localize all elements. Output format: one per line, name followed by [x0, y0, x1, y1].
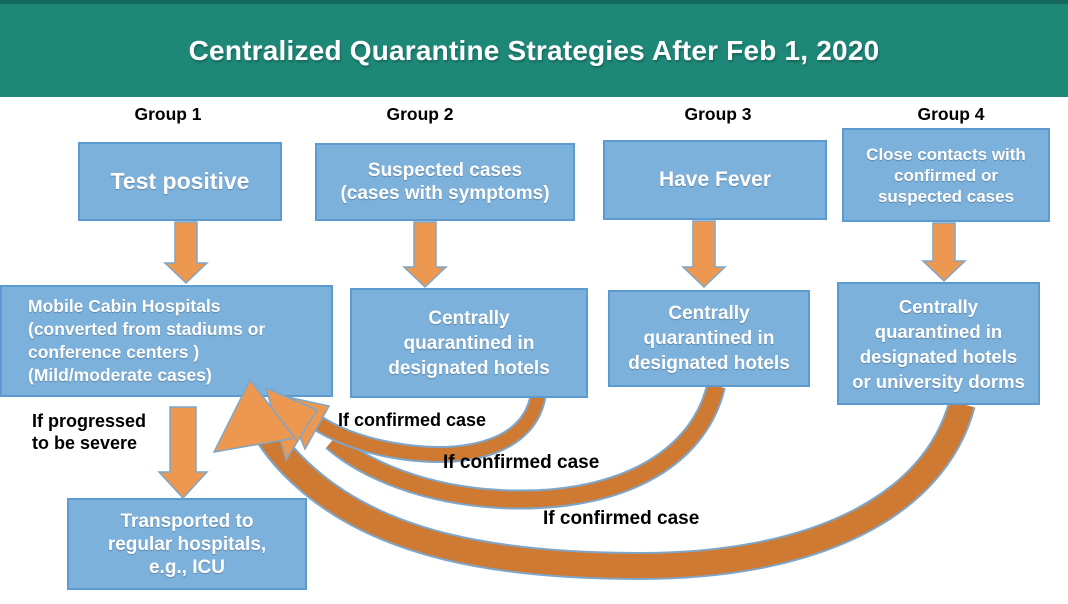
box-line: quarantined in	[643, 328, 775, 349]
box-line: conference centers )	[28, 342, 200, 362]
box-line: (Mild/moderate cases)	[28, 365, 212, 385]
box-line: or university dorms	[852, 370, 1025, 392]
box-line: quarantined in	[403, 332, 535, 354]
ribbon-arrowhead-group3	[264, 386, 319, 462]
box-line: Suspected cases	[367, 160, 523, 181]
ribbon-arrowhead-group2	[281, 394, 331, 451]
down-arrow-group2	[402, 221, 448, 289]
group3-label: Group 3	[684, 104, 752, 124]
box-line: Centrally	[898, 295, 979, 317]
box-line: Close contacts with	[866, 144, 1026, 164]
box-line: Have Fever	[658, 168, 772, 191]
box-line: designated hotels	[628, 353, 790, 374]
box-line: Test positive	[110, 168, 250, 194]
box-hotel-group3: Centrally quarantined in designated hote…	[608, 290, 810, 387]
down-arrow-group3	[681, 220, 727, 289]
box-line: quarantined in	[874, 320, 1003, 342]
ribbon-body	[326, 383, 724, 508]
box-line: (converted from stadiums or	[28, 319, 266, 339]
box-line: Transported to	[120, 510, 254, 532]
box-line: confirmed or	[894, 165, 998, 185]
box-test-positive: Test positive	[78, 142, 282, 221]
label-if-confirmed-group4: If confirmed case	[543, 508, 700, 529]
box-line: Mobile Cabin Hospitals	[28, 296, 221, 316]
down-arrow-group1	[163, 221, 209, 285]
label-line: to be severe	[32, 433, 138, 453]
box-line: designated hotels	[859, 345, 1018, 367]
box-line: Centrally	[428, 307, 510, 329]
label-if-confirmed-group3: If confirmed case	[443, 452, 600, 473]
title-banner: Centralized Quarantine Strategies After …	[0, 0, 1068, 97]
ribbon-group3-to-mobile-cabin	[325, 383, 726, 510]
box-regular-hospitals-icu: Transported to regular hospitals, e.g., …	[67, 498, 307, 590]
label-line: If progressed	[32, 411, 147, 431]
box-line: (cases with symptoms)	[340, 183, 550, 204]
label-if-confirmed-group2: If confirmed case	[338, 410, 487, 430]
box-suspected-cases: Suspected cases (cases with symptoms)	[315, 143, 575, 221]
group2-label: Group 2	[386, 104, 454, 124]
group4-label: Group 4	[917, 104, 985, 124]
down-arrow-group4	[921, 222, 967, 283]
box-have-fever: Have Fever	[603, 140, 827, 220]
ribbon-outline	[325, 383, 726, 510]
box-line: e.g., ICU	[148, 556, 225, 578]
box-line: suspected cases	[877, 186, 1015, 206]
down-arrow-to-icu	[157, 406, 209, 500]
box-line: designated hotels	[388, 357, 550, 379]
box-hotel-group4: Centrally quarantined in designated hote…	[837, 282, 1040, 405]
box-line: Centrally	[668, 303, 750, 324]
group1-label: Group 1	[134, 104, 202, 124]
box-mobile-cabin-hospitals: Mobile Cabin Hospitals (converted from s…	[0, 285, 333, 397]
label-if-progressed: If progressed to be severe	[32, 410, 146, 454]
box-line: regular hospitals,	[107, 533, 267, 555]
box-close-contacts: Close contacts with confirmed or suspect…	[842, 128, 1050, 222]
box-hotel-group2: Centrally quarantined in designated hote…	[350, 288, 588, 398]
slide-title: Centralized Quarantine Strategies After …	[188, 34, 880, 66]
